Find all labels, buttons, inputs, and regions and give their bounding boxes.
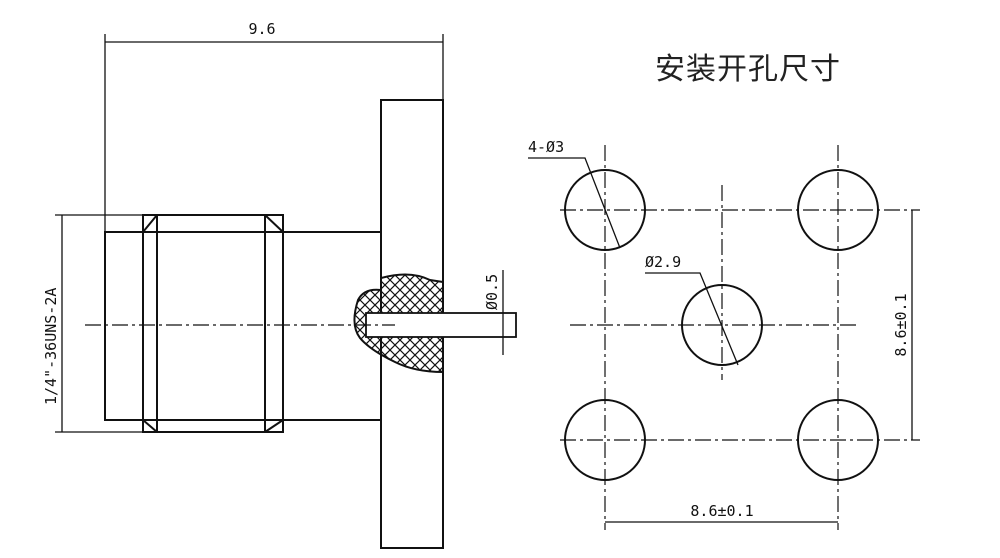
body [104,231,382,421]
center-hole-label: Ø2.9 [645,253,681,271]
thread-dimension-label: 1/4"-36UNS-2A [42,288,60,405]
pin-dimension-label: Ø0.5 [483,274,501,310]
mount-hole-leader [528,157,621,249]
center-hole [681,284,763,366]
mount-hole [564,169,646,251]
mount-hole-label: 4-Ø3 [528,138,564,156]
vertical-spacing-label: 8.6±0.1 [892,293,910,356]
center-hole-leader [645,272,739,366]
drawing-title: 安装开孔尺寸 [655,52,841,87]
mount-hole [564,399,646,481]
length-dimension-label: 9.6 [248,20,275,38]
mount-hole [797,399,879,481]
hole-pattern: 4-Ø3 Ø2.9 8.6±0.1 8.6±0.1 [528,138,920,530]
horizontal-spacing-label: 8.6±0.1 [690,502,753,520]
side-view: 9.6 1/4"-36UNS-2A Ø0.5 [42,20,517,549]
mount-hole [797,169,879,251]
hex-nut [142,214,284,433]
